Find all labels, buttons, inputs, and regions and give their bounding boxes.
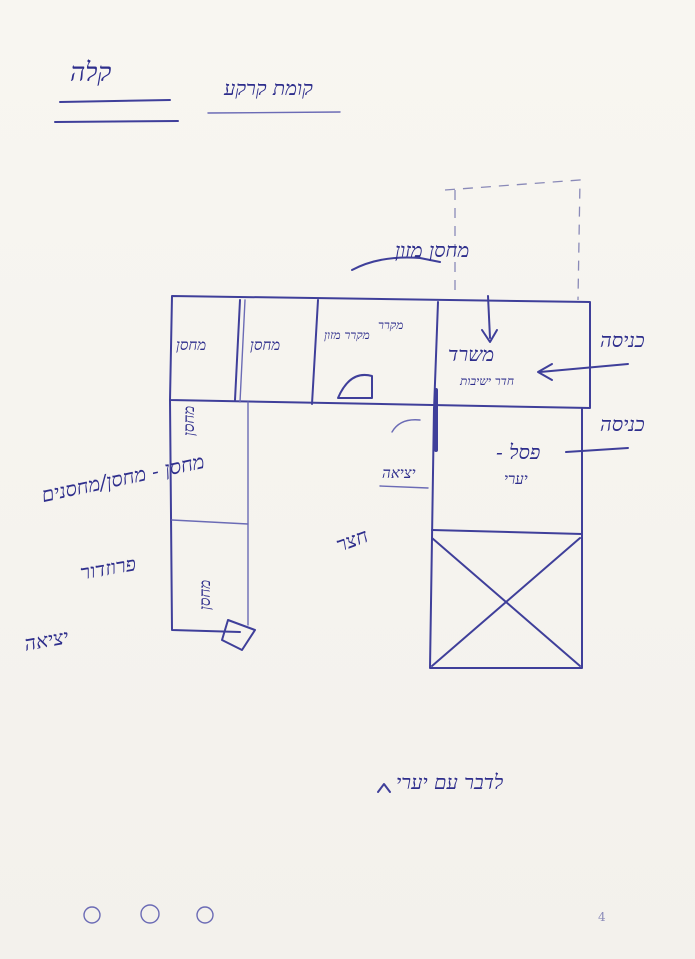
label-entrance-mid: כניסה — [600, 412, 645, 436]
door-arc — [337, 374, 373, 399]
title-underline-1 — [59, 99, 171, 103]
left-wing-outline — [169, 399, 241, 633]
room-4-label: מקרר — [378, 318, 404, 332]
wall-1b — [239, 299, 246, 403]
label-entrance-top: כניסה — [600, 328, 645, 352]
left-room-2-label: מחסן — [196, 579, 214, 610]
entrance-top-head — [537, 363, 553, 381]
stair-arrow — [391, 419, 421, 433]
wall-2 — [311, 299, 319, 405]
sale-room-label: פסל - — [496, 440, 541, 464]
main-room-sublabel: חדר ישיבות — [460, 374, 514, 388]
stair-underline — [379, 485, 429, 489]
page-title: קלה — [70, 58, 112, 88]
sale-room-sublabel: יערי — [504, 470, 528, 488]
doodle-2 — [140, 904, 160, 924]
room-1-label: מחסן — [176, 336, 207, 354]
arrow-down-head — [481, 329, 498, 343]
main-room-label: משרד — [448, 342, 495, 366]
arrow-down — [487, 295, 491, 339]
bullet-mark — [377, 783, 391, 793]
stair-label: יציאה — [382, 464, 416, 482]
bottom-note: לדבר עם יערי — [396, 770, 504, 794]
entrance-mid-arrow — [565, 447, 629, 453]
dashed-extension — [444, 179, 581, 301]
doodle-1 — [83, 906, 101, 924]
room-3-label: מקרר מזון — [324, 328, 370, 342]
left-wing-divider — [171, 519, 249, 525]
room-2-label: מחסן — [250, 336, 281, 354]
page-subtitle: קומת קרקע — [224, 76, 313, 100]
page-number: 4 — [598, 910, 606, 924]
entrance-top-arrow — [539, 363, 629, 373]
doodle-3 — [196, 906, 214, 924]
door-symbol — [221, 619, 256, 651]
right-wing-divider — [431, 529, 583, 535]
subtitle-underline — [207, 111, 341, 114]
main-band-outline — [169, 295, 591, 409]
left-room-1-label: מחסן — [180, 405, 198, 436]
title-underline-2 — [54, 120, 179, 123]
wall-1 — [234, 299, 241, 401]
label-arrow-top: מחסן מזון — [395, 238, 470, 262]
cross-line-2 — [431, 537, 581, 667]
arrow-top-curve — [351, 256, 441, 271]
